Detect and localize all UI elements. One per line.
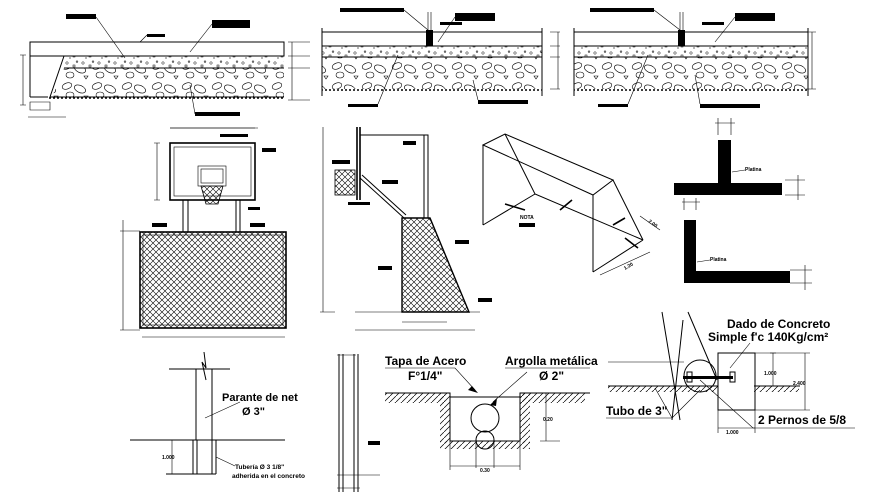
platina-label-top: Platina	[745, 167, 762, 173]
bolts-label: 2 Pernos de 5/8	[758, 413, 846, 427]
label-redacted	[195, 112, 240, 116]
slab-section-2	[321, 8, 560, 107]
anchor-box-detail: 0.20 0.30 Tapa de Acero F°1/4" Argolla m…	[385, 354, 598, 474]
goal-depth-dim: 2.00	[647, 219, 659, 230]
die-width-dim: 1.000	[726, 430, 739, 436]
label-redacted	[66, 14, 96, 19]
ring-label-line2: Ø 2"	[539, 369, 564, 383]
ring-label-line1: Argolla metálica	[505, 354, 598, 368]
tube-label: Tubo de 3"	[606, 404, 667, 418]
post-label-line2: Ø 3"	[242, 406, 265, 418]
concrete-die-detail: 1.000 2.400 1.000 Dado de Concreto Simpl…	[606, 311, 855, 436]
slab-section-3	[573, 8, 816, 108]
die-inner-dim: 1.000	[764, 371, 777, 377]
platina-label-bottom: Platina	[710, 257, 727, 263]
pipe-label-line1: Tubería Ø 3 1/8"	[235, 464, 284, 471]
basketball-side-elevation	[320, 127, 492, 331]
die-total-dim: 2.400	[793, 381, 806, 387]
post-label-line1: Parante de net	[222, 392, 298, 404]
goal-isometric: NOTA 2.00 1.20	[481, 133, 661, 276]
cover-label-line1: Tapa de Acero	[385, 354, 466, 368]
die-title-line1: Dado de Concreto	[727, 317, 830, 331]
post-elevation-strip	[337, 354, 380, 492]
goal-width-dim: 1.20	[623, 262, 635, 272]
slab-section-1	[20, 14, 310, 129]
post-depth-dim: 1.000	[162, 455, 175, 461]
pipe-label-line2: adherida en el concreto	[232, 473, 305, 480]
cover-label-line2: F°1/4"	[408, 369, 443, 383]
steel-profiles: Platina Platina	[674, 118, 812, 290]
basketball-front-elevation	[120, 127, 287, 338]
anchor-width-dim: 0.30	[480, 468, 490, 474]
nota-label: NOTA	[520, 215, 534, 221]
label-redacted	[212, 20, 250, 28]
net-post-detail: 1.000 Parante de net Ø 3" Tubería Ø 3 1/…	[130, 351, 305, 480]
anchor-depth-dim: 0.20	[543, 417, 553, 423]
die-title-line2: Simple f'c 140Kg/cm²	[708, 330, 828, 344]
